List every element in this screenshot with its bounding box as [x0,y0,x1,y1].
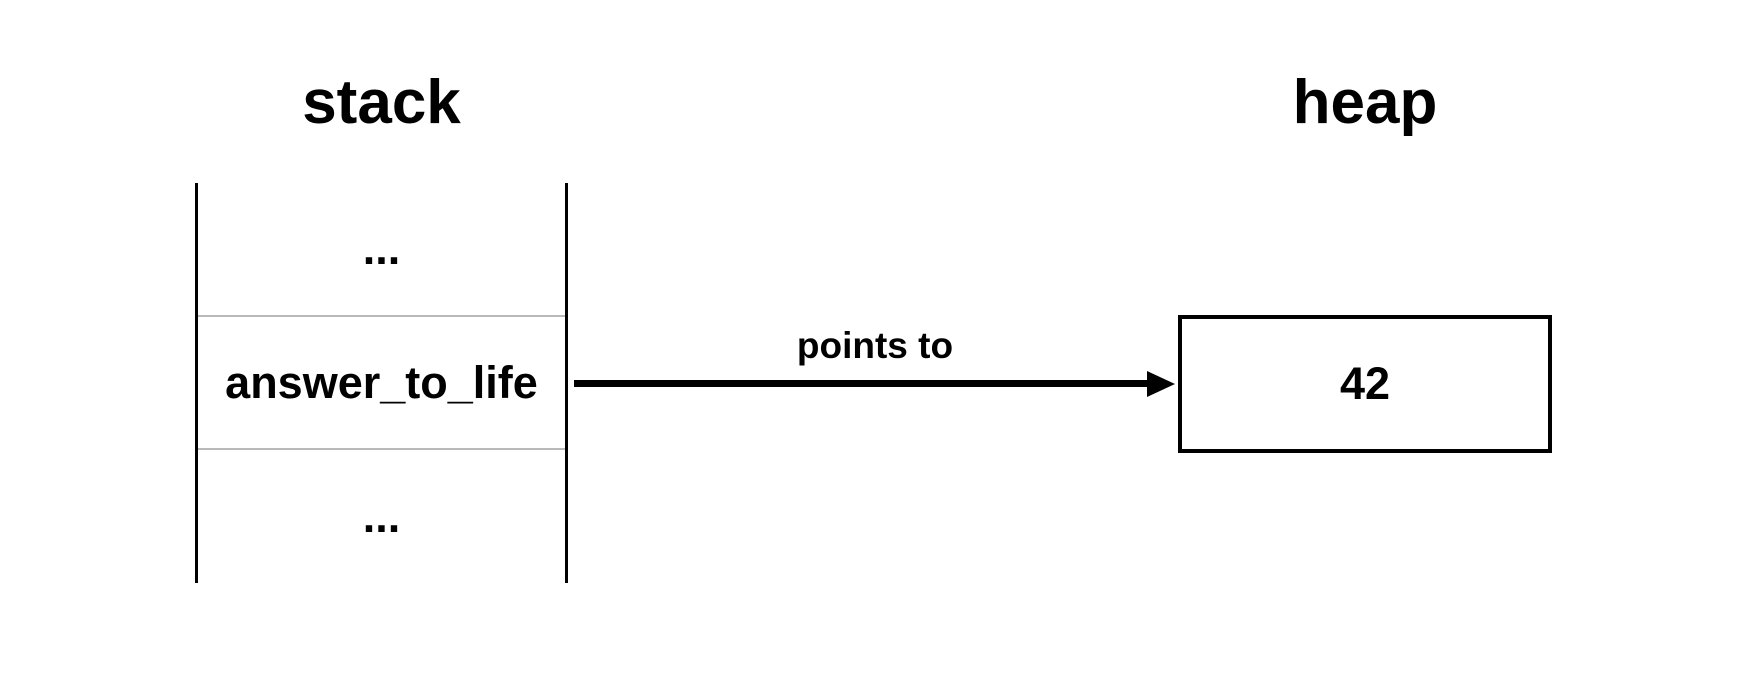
pointer-arrow-label: points to [796,325,954,366]
pointer-arrow-line [574,380,1147,387]
pointer-arrowhead-icon [1147,371,1175,397]
stack-cell-ellipsis-bottom: ... [362,490,401,542]
stack-column: ... answer_to_life ... [195,183,568,583]
stack-title: stack [302,68,461,137]
stack-cell-ellipsis-top: ... [362,223,401,274]
heap-allocation-box: 42 [1178,315,1552,453]
heap-title: heap [1292,68,1438,137]
heap-value: 42 [1339,358,1391,409]
stack-cell-variable: answer_to_life [198,315,565,450]
